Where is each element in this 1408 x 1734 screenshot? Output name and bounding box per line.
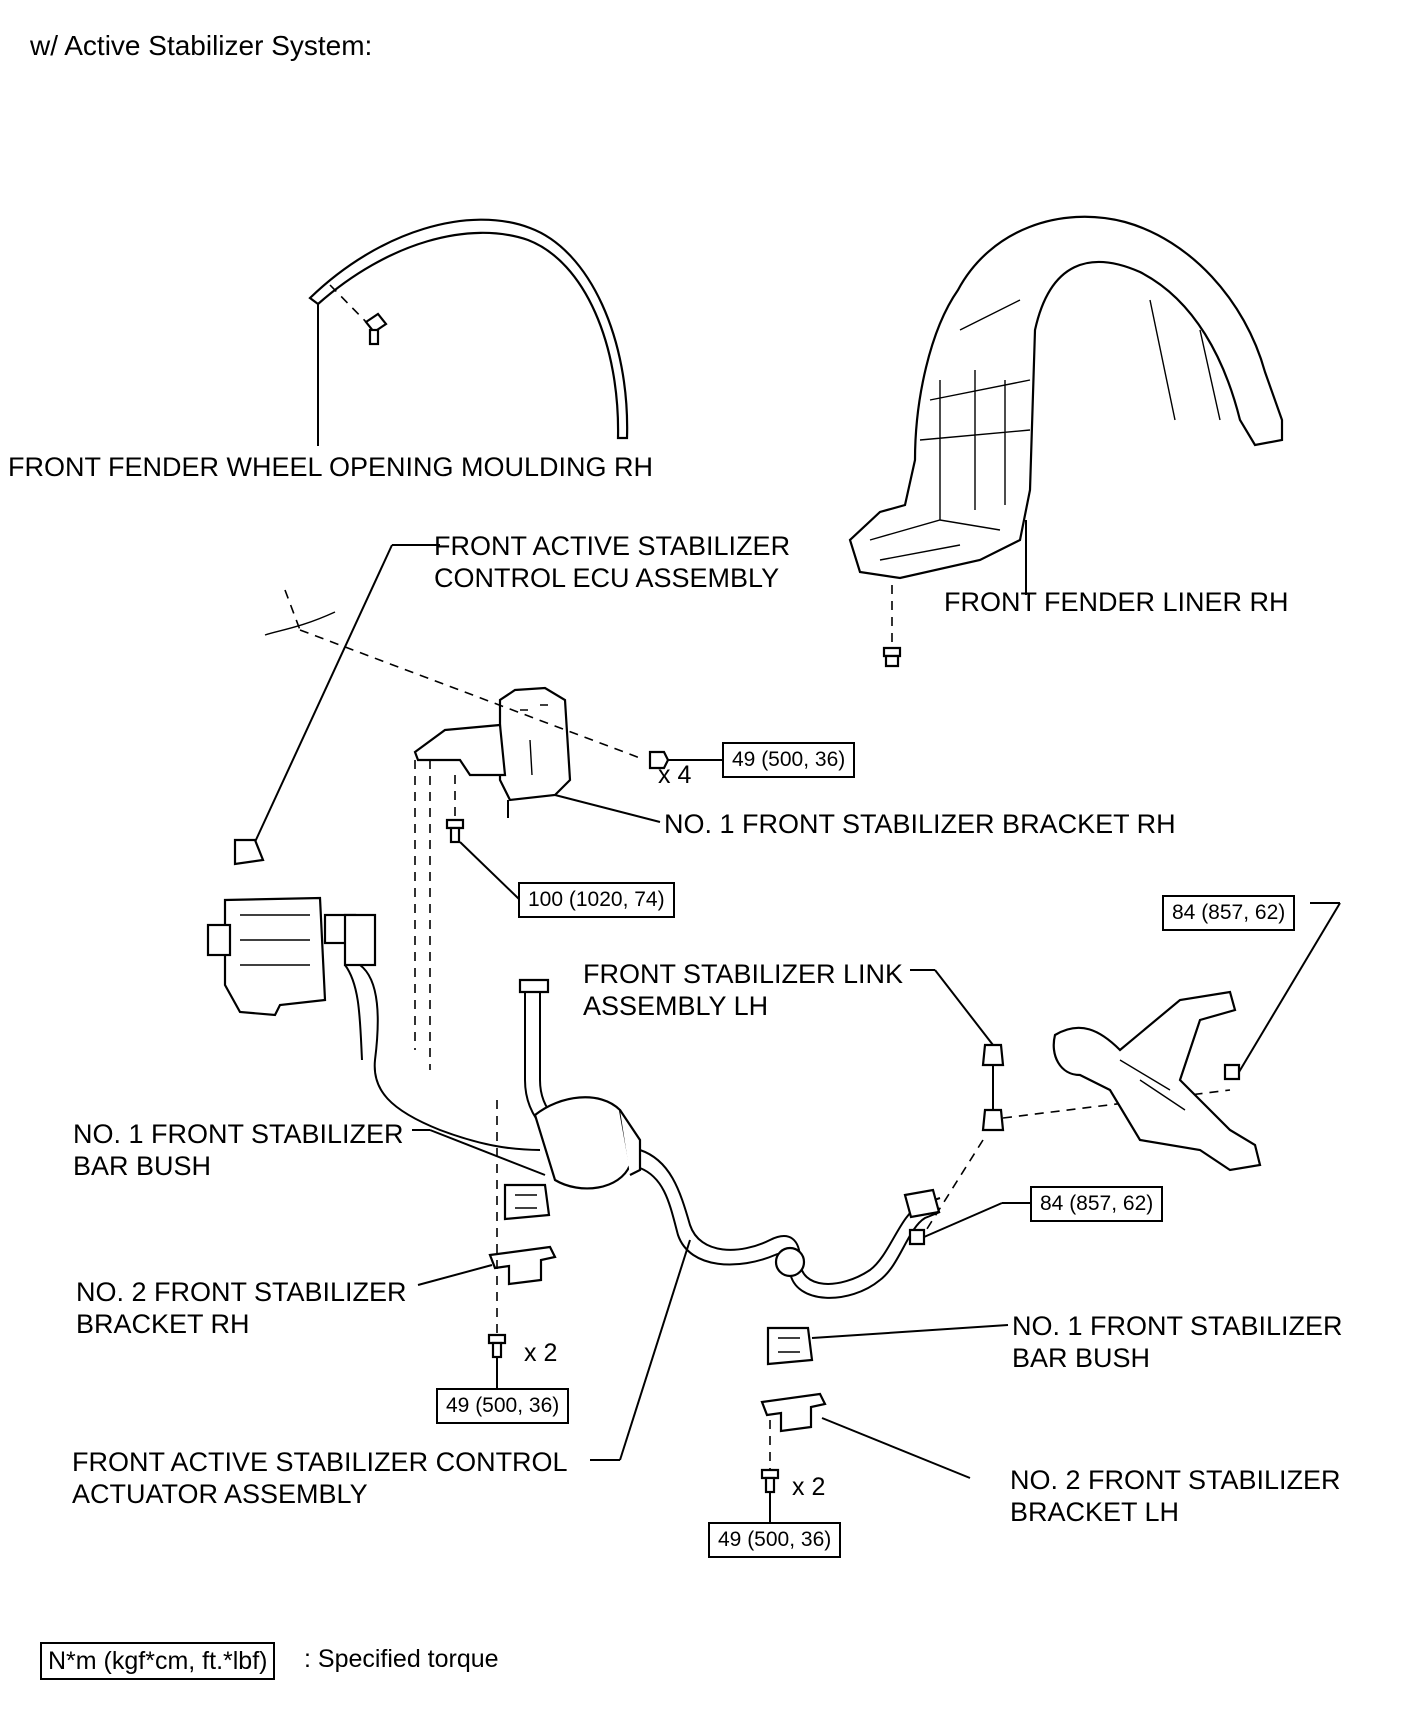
label-no2-bracket-lh-line2: BRACKET LH: [1010, 1497, 1180, 1527]
label-actuator-assembly-line1: FRONT ACTIVE STABILIZER CONTROL: [72, 1447, 568, 1477]
torque-bracket-bolt: 100 (1020, 74): [518, 882, 675, 918]
label-ecu-assembly-line1: FRONT ACTIVE STABILIZER: [434, 531, 791, 561]
label-ecu-assembly-line2: CONTROL ECU ASSEMBLY: [434, 563, 780, 593]
label-no2-bracket-rh-line2: BRACKET RH: [76, 1309, 250, 1339]
rh-bush-bracket-drawing: [412, 1100, 557, 1388]
label-stabilizer-link-line2: ASSEMBLY LH: [583, 991, 769, 1021]
torque-no2-bracket-rh-bolts: 49 (500, 36): [436, 1388, 570, 1424]
label-fender-wheel-opening-moulding: FRONT FENDER WHEEL OPENING MOULDING RH: [8, 452, 654, 482]
label-bar-bush-lh-line1: NO. 1 FRONT STABILIZER: [1012, 1311, 1343, 1341]
fender-liner-drawing: [848, 215, 1284, 668]
qty-no2-bracket-lh-bolts: x 2: [792, 1473, 826, 1501]
legend-torque-units-box: N*m (kgf*cm, ft.*lbf): [40, 1642, 276, 1680]
label-bar-bush-rh-line1: NO. 1 FRONT STABILIZER: [73, 1119, 404, 1149]
qty-no2-bracket-rh-bolts: x 2: [524, 1339, 558, 1367]
label-stabilizer-bracket-rh: NO. 1 FRONT STABILIZER BRACKET RH: [664, 809, 1176, 839]
label-bar-bush-lh-line2: BAR BUSH: [1012, 1343, 1151, 1373]
torque-ecu-bolts: 49 (500, 36): [722, 742, 856, 778]
torque-link-nut: 84 (857, 62): [1030, 1186, 1164, 1222]
ecu-module-drawing: [206, 838, 541, 1151]
label-front-fender-liner: FRONT FENDER LINER RH: [944, 587, 1289, 617]
ecu-bracket-drawing: [254, 544, 722, 1070]
link-and-arm-drawing: [908, 902, 1341, 1246]
torque-no2-bracket-lh-bolts: 49 (500, 36): [708, 1522, 842, 1558]
label-actuator-assembly-line2: ACTUATOR ASSEMBLY: [72, 1479, 368, 1509]
wheel-opening-moulding-drawing: [308, 218, 629, 446]
legend-specified-torque: : Specified torque: [304, 1645, 499, 1673]
label-no2-bracket-lh-line1: NO. 2 FRONT STABILIZER: [1010, 1465, 1341, 1495]
lh-bush-bracket-drawing: [760, 1324, 1009, 1522]
label-stabilizer-link-line1: FRONT STABILIZER LINK: [583, 959, 904, 989]
label-no2-bracket-rh-line1: NO. 2 FRONT STABILIZER: [76, 1277, 407, 1307]
stabilizer-bar-drawing: [518, 978, 941, 1461]
label-bar-bush-rh-line2: BAR BUSH: [73, 1151, 212, 1181]
diagram-title: w/ Active Stabilizer System:: [30, 30, 373, 61]
qty-ecu-bolts: x 4: [658, 761, 692, 789]
torque-lower-arm-nut: 84 (857, 62): [1162, 895, 1296, 931]
